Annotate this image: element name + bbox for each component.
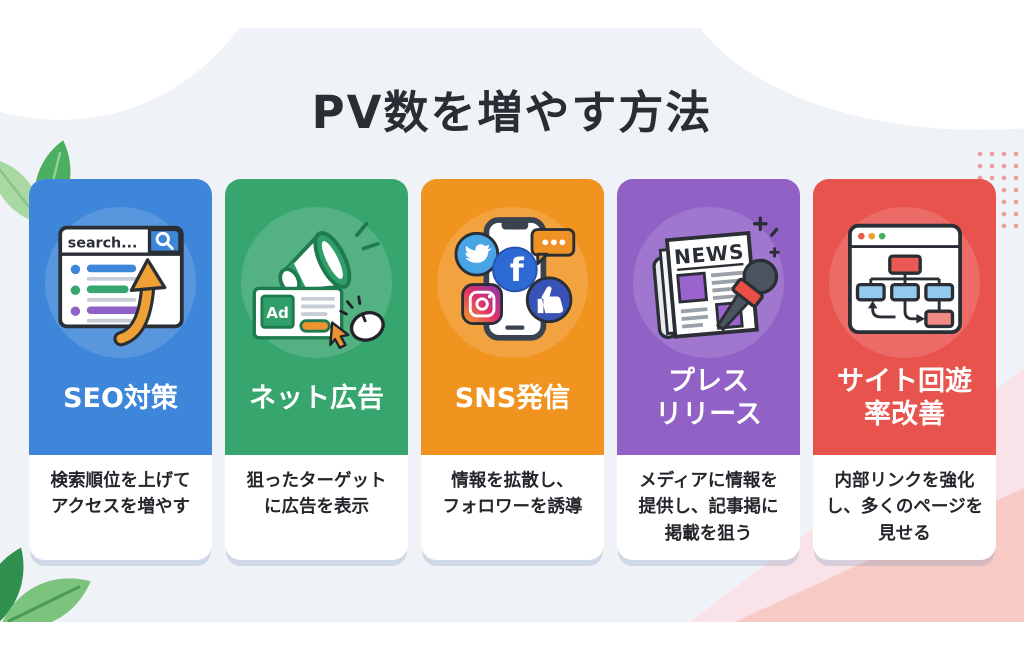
card-press-release-header: NEWS: [617, 179, 800, 455]
megaphone-ad-banner-mouse-icon: Ad: [225, 179, 408, 353]
card-sns-title: SNS発信: [454, 382, 571, 414]
search-results-ranking-arrow-icon: search...: [29, 179, 212, 353]
card-net-ad-description: 狙ったターゲット に広告を表示: [246, 471, 387, 518]
svg-text:Ad: Ad: [266, 304, 289, 322]
card-net-ad-body: 狙ったターゲット に広告を表示: [225, 455, 408, 560]
browser-sitemap-flowchart-icon: [813, 179, 996, 353]
card-seo: search... SEO対策: [29, 179, 212, 560]
card-seo-title: SEO対策: [63, 382, 178, 414]
method-cards-row: search... SEO対策: [29, 179, 996, 560]
card-seo-description: 検索順位を上げて アクセスを増やす: [50, 471, 191, 518]
card-press-release-title: プレス リリース: [655, 366, 762, 430]
smartphone-social-media-icons: f: [421, 179, 604, 353]
card-site-navigation: サイト回遊 率改善 内部リンクを強化 し、多くのページを 見せる: [813, 179, 996, 560]
card-press-release-description: メディアに情報を 提供し、記事掲に 掲載を狙う: [638, 471, 779, 544]
card-press-release: NEWS: [617, 179, 800, 560]
card-net-ad-title: ネット広告: [249, 382, 384, 414]
card-sns-header: f SNS発信: [421, 179, 604, 455]
card-seo-header: search... SEO対策: [29, 179, 212, 455]
card-site-navigation-header: サイト回遊 率改善: [813, 179, 996, 455]
card-sns: f SNS発信 情報を拡散し、 フォロワーを誘導: [421, 179, 604, 560]
leaf-decoration-bottom-left: [0, 547, 91, 622]
svg-text:search...: search...: [67, 236, 137, 252]
newspaper-microphone-icon: NEWS: [617, 179, 800, 353]
card-net-ad: Ad ネット広告: [225, 179, 408, 560]
card-site-navigation-body: 内部リンクを強化 し、多くのページを 見せる: [813, 455, 996, 560]
card-seo-body: 検索順位を上げて アクセスを増やす: [29, 455, 212, 560]
card-sns-description: 情報を拡散し、 フォロワーを誘導: [442, 471, 583, 518]
page-title: PV数を増やす方法: [311, 86, 713, 139]
card-site-navigation-description: 内部リンクを強化 し、多くのページを 見せる: [825, 471, 984, 544]
card-net-ad-header: Ad ネット広告: [225, 179, 408, 455]
card-press-release-body: メディアに情報を 提供し、記事掲に 掲載を狙う: [617, 455, 800, 560]
card-site-navigation-title: サイト回遊 率改善: [837, 366, 972, 430]
card-sns-body: 情報を拡散し、 フォロワーを誘導: [421, 455, 604, 560]
svg-text:f: f: [509, 251, 524, 289]
